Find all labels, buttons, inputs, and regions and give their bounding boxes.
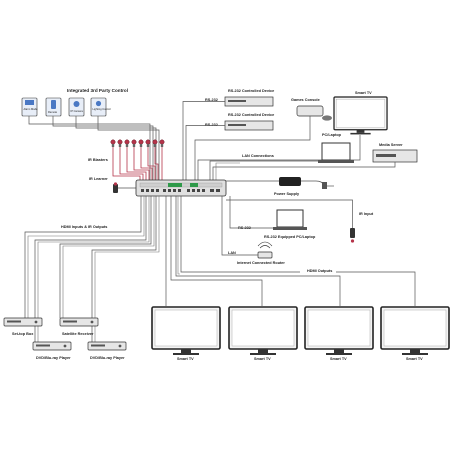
ip-camera-icon xyxy=(73,101,80,107)
hdmi-inputs-ir-outputs-label: HDMI Inputs & IR Outputs xyxy=(61,225,107,229)
router-label: Internet Connected Router xyxy=(237,261,285,265)
ir-blasters-label: IR Blasters xyxy=(88,158,108,162)
media-server: Media Server xyxy=(212,143,418,180)
dvd-bluray-player-1: DVD/Blu-ray Player xyxy=(32,341,72,360)
control-device-label: IP Camera xyxy=(71,109,84,113)
rs232-pc-laptop: RS-232 RS-232 Equipped PC/Laptop xyxy=(229,196,316,239)
control-device-lighting: Lighting Control xyxy=(90,97,112,117)
alarm-panel-icon xyxy=(25,100,34,105)
output-cables xyxy=(165,196,416,306)
lighting-icon xyxy=(95,100,102,107)
games-console-label: Games Console xyxy=(291,98,320,102)
smart-tv-label-4: Smart TV xyxy=(406,357,423,361)
control-device-label: Remote xyxy=(48,110,58,114)
media-server-label: Media Server xyxy=(379,143,403,147)
dvd-bluray-label-1: DVD/Blu-ray Player xyxy=(36,356,71,360)
smart-tv-label-3: Smart TV xyxy=(330,357,347,361)
integrated-control-label: Integrated 3rd Party Control xyxy=(67,88,128,93)
dvd-bluray-player-2: DVD/Blu-ray Player xyxy=(87,341,127,360)
rs232-label-a: RS-232 xyxy=(205,98,218,102)
smart-tv-label-2: Smart TV xyxy=(254,357,271,361)
power-supply: Power Supply xyxy=(226,177,334,196)
rs232-device-2: RS-232 Controlled Device RS-232 xyxy=(185,113,274,180)
smart-tv-3: Smart TV xyxy=(304,306,374,361)
input-cables xyxy=(24,196,160,342)
lan-connections-label: LAN Connections xyxy=(242,154,274,158)
set-top-box-label: Set-top Box xyxy=(12,332,34,336)
ir-receiver-icon xyxy=(350,228,355,238)
matrix-switch xyxy=(135,179,227,197)
control-device-ip-camera: IP Camera xyxy=(68,97,85,117)
gamepad-icon xyxy=(322,115,332,121)
ir-learner-icon xyxy=(113,184,118,193)
internet-router: LAN Internet Connected Router xyxy=(221,196,285,265)
smart-tv-top: Smart TV xyxy=(197,91,388,180)
ir-learner-label: IR Learner xyxy=(89,177,108,181)
rs232-device-1: RS-232 Controlled Device RS-232 xyxy=(182,89,274,180)
dvd-bluray-label-2: DVD/Blu-ray Player xyxy=(90,356,125,360)
games-console: Games Console xyxy=(194,98,332,180)
pc-laptop-label: PC/Laptop xyxy=(322,133,342,137)
control-device-alarm: Alarm Mode xyxy=(21,97,39,117)
control-device-remote: Remote xyxy=(45,97,62,117)
rs232-equipped-pc-label: RS-232 Equipped PC/Laptop xyxy=(264,235,316,239)
remote-icon xyxy=(51,100,56,109)
satellite-receiver: Satellite Receiver xyxy=(59,317,99,336)
set-top-box: Set-top Box xyxy=(3,317,43,336)
control-cables xyxy=(28,116,160,180)
ir-learner: IR Learner xyxy=(89,177,136,193)
satellite-receiver-label: Satellite Receiver xyxy=(62,332,94,336)
pc-laptop-top: PC/Laptop xyxy=(209,133,354,180)
ir-blasters: IR Blasters xyxy=(88,139,165,182)
ir-input-label: IR Input xyxy=(359,212,374,216)
rs232-controlled-label-1: RS-232 Controlled Device xyxy=(228,89,274,93)
control-device-label: Alarm Mode xyxy=(24,107,39,111)
control-device-label: Lighting Control xyxy=(93,107,112,111)
integrated-control-group: Integrated 3rd Party Control Alarm Mode … xyxy=(21,88,128,117)
power-supply-label: Power Supply xyxy=(274,192,300,196)
smart-tv-4: Smart TV xyxy=(380,306,450,361)
lan-label: LAN xyxy=(228,251,236,255)
rs232-controlled-label-2: RS-232 Controlled Device xyxy=(228,113,274,117)
smart-tv-2: Smart TV xyxy=(228,306,298,361)
ir-input: IR Input xyxy=(226,199,374,243)
smart-tv-top-label: Smart TV xyxy=(355,91,372,95)
hdmi-outputs-label: HDMI Outputs xyxy=(307,269,332,273)
rs232-label-b: RS-232 xyxy=(205,123,218,127)
smart-tv-label-1: Smart TV xyxy=(177,357,194,361)
smart-tv-1: Smart TV xyxy=(151,306,221,361)
